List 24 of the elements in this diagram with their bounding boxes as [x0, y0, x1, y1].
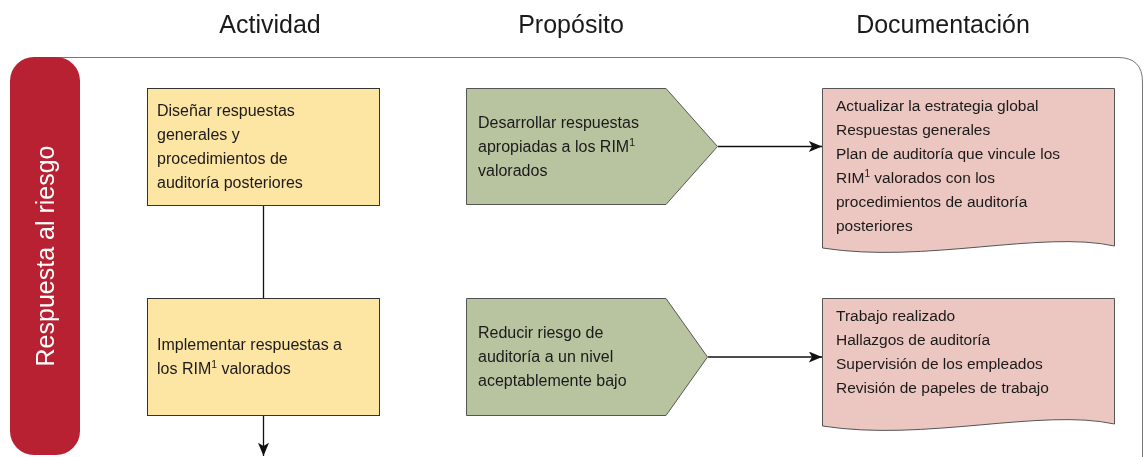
- phase-label: Respuesta al riesgo: [30, 145, 60, 367]
- document-item: Respuestas generales: [836, 120, 992, 140]
- node-label: Desarrollar respuestas apropiadas a los RIM$^{1}$ valorados: [478, 112, 640, 181]
- arrow: [717, 141, 823, 152]
- purpose-pentagon: [466, 298, 708, 416]
- node-label: Implementar respuestas a los RIM$^{1}$ valorados: [157, 335, 343, 379]
- column-header: Propósito: [518, 10, 624, 39]
- document-item: Hallazgos de auditoría: [836, 330, 992, 350]
- column-header: Documentación: [856, 10, 1030, 39]
- group-panel: [12, 57, 1143, 457]
- document-item: Plan de auditoría que vincule los RIM$^{1}$ valorados con los procedimientos de auditoría posteriores: [836, 144, 1062, 236]
- document-item: Trabajo realizado: [836, 306, 957, 326]
- document-item: Supervisión de los empleados: [836, 354, 1044, 374]
- arrow: [707, 351, 823, 363]
- document-item: Actualizar la estrategia global: [836, 96, 1040, 116]
- phase-band: [10, 57, 80, 455]
- activity-box: [147, 88, 380, 206]
- purpose-pentagon: [466, 88, 718, 205]
- document-item: Revisión de papeles de trabajo: [836, 378, 1050, 398]
- activity-box: [147, 298, 380, 416]
- node-label: Diseñar respuestas generales y procedimientos de auditoría posteriores: [157, 101, 304, 193]
- node-label: Reducir riesgo de auditoría a un nivel aceptablemente bajo: [478, 323, 628, 391]
- arrow: [258, 415, 269, 457]
- column-header: Actividad: [219, 10, 321, 39]
